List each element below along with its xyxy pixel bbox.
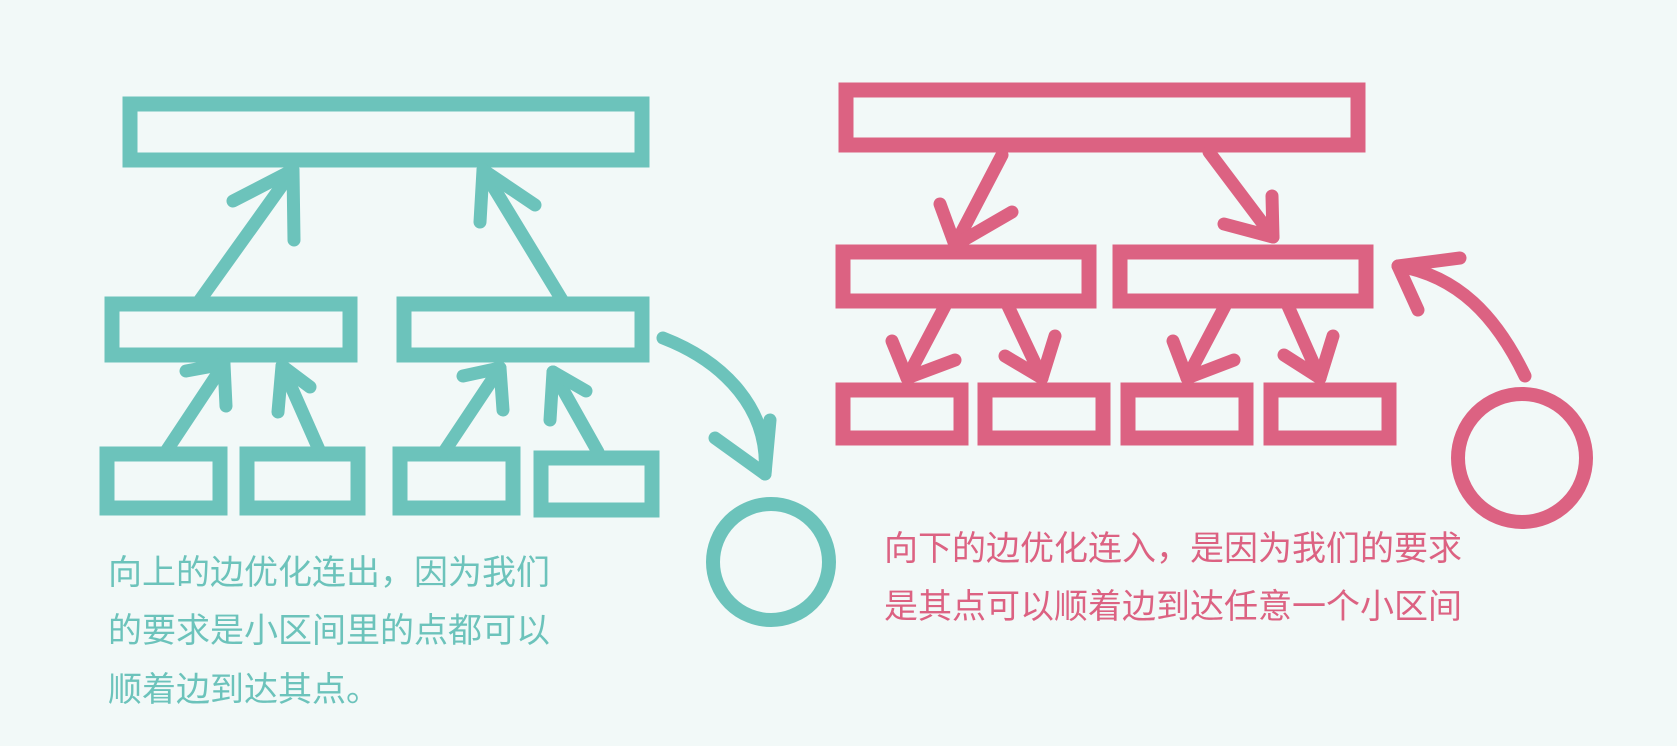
upward-tree-leaf-node-2: [239, 446, 366, 516]
downward-tree-leaf-node-2: [977, 382, 1111, 446]
downward-arrow-left-child-to-leaf-2: [998, 299, 1062, 385]
downward-tree-caption-line-2: 是其点可以顺着边到达任意一个小区间: [884, 587, 1462, 628]
upward-tree-leaf-node-1: [99, 446, 228, 516]
downward-tree-right-child-node: [1112, 244, 1374, 309]
upward-arrow-left-child-to-root: [193, 163, 301, 307]
downward-tree-leaf-node-1: [835, 382, 969, 446]
upward-tree-caption-line-1: 向上的边优化连出，因为我们: [108, 553, 550, 593]
downward-arrow-left-child-to-leaf-1: [885, 299, 962, 385]
upward-arrow-leaf-3-to-right-child: [437, 361, 510, 459]
downward-tree-root-node: [838, 82, 1366, 153]
downward-tree-leaf-node-4: [1263, 382, 1397, 446]
downward-arrow-right-child-to-leaf-3: [1166, 299, 1241, 385]
downward-arrow-root-to-right-child: [1202, 145, 1280, 244]
upward-arrow-leaf-4-to-right-child: [543, 365, 605, 459]
upward-tree-caption: 向上的边优化连出，因为我们 的要求是小区间里的点都可以 顺着边到达其点。: [108, 544, 550, 719]
upward-tree-leaf-node-4: [533, 450, 660, 518]
upward-arrow-leaf-1-to-left-child: [160, 357, 233, 457]
upward-tree-point-circle: [706, 497, 836, 627]
upward-tree-caption-line-2: 的要求是小区间里的点都可以: [108, 611, 550, 652]
downward-arrow-root-to-left-child: [933, 148, 1019, 252]
upward-tree-root-node: [122, 96, 650, 168]
downward-curved-arrow-from-circle: [1391, 251, 1532, 383]
downward-tree-leaf-node-3: [1120, 382, 1254, 446]
upward-arrow-right-child-to-root: [473, 163, 569, 307]
downward-tree: [835, 82, 1593, 529]
upward-curved-arrow-to-circle: [656, 331, 777, 481]
downward-tree-left-child-node: [835, 244, 1097, 309]
downward-tree-point-circle: [1451, 387, 1593, 529]
upward-tree-caption-line-3: 顺着边到达其点。: [108, 669, 380, 710]
downward-tree-caption-line-1: 向下的边优化连入，是因为我们的要求: [884, 529, 1462, 569]
upward-tree-right-child-node: [396, 296, 650, 363]
upward-tree-leaf-node-3: [392, 446, 521, 516]
downward-arrow-right-child-to-leaf-4: [1277, 299, 1340, 385]
downward-tree-caption: 向下的边优化连入，是因为我们的要求 是其点可以顺着边到达任意一个小区间: [884, 520, 1462, 637]
upward-arrow-leaf-2-to-left-child: [271, 359, 327, 459]
upward-tree-left-child-node: [104, 296, 358, 363]
upward-tree: [99, 96, 836, 627]
